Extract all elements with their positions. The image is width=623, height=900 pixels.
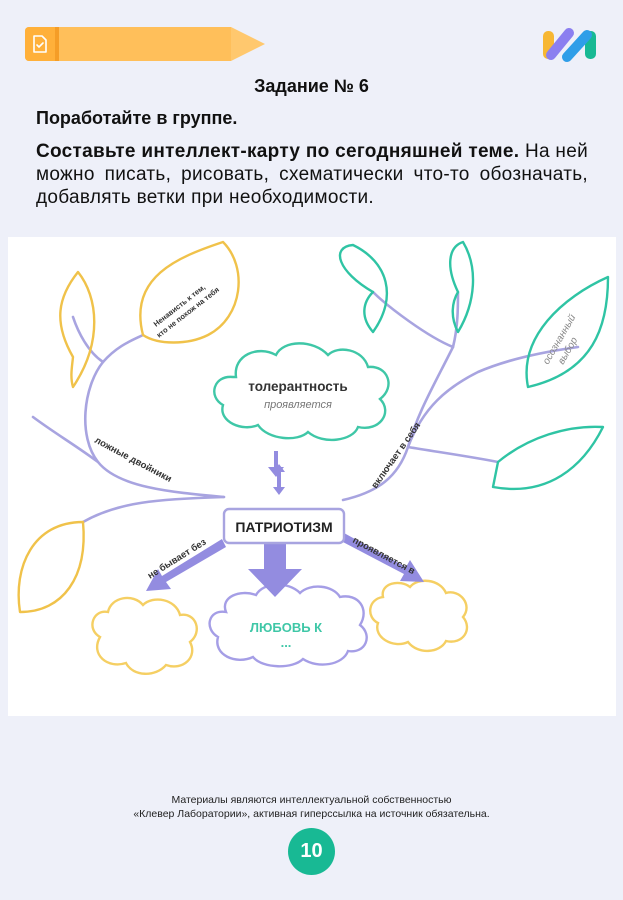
header-pencil-banner — [25, 27, 265, 61]
task-paragraph-bold: Составьте интеллект-карту по сегодняшней… — [36, 141, 520, 162]
mind-map-branches — [31, 290, 580, 524]
arrow-down-big-icon — [248, 542, 302, 597]
arrow-left-down-icon — [146, 539, 226, 591]
arrow-right-down-icon — [341, 533, 424, 582]
yellow-leaves — [17, 240, 240, 614]
center-label: ПАТРИОТИЗМ — [235, 519, 332, 535]
green-leaf-bottom — [491, 425, 605, 491]
center-box — [222, 507, 346, 545]
cloud-bottom-title: ЛЮБОВЬ К — [250, 620, 322, 635]
pencil-body — [25, 27, 231, 61]
label-includes: включает в себя — [369, 421, 423, 491]
label-false-doubles: ложные двойники — [93, 435, 174, 485]
mind-map-arrows — [146, 451, 424, 597]
green-leaf-top-right — [449, 240, 475, 334]
task-paragraph-rest: На ней можно писать, рисовать, схематиче… — [36, 141, 588, 208]
task-title: Задание № 6 — [254, 76, 369, 96]
pencil-tip — [231, 27, 265, 61]
cloud-top-title: толерантность — [248, 379, 347, 394]
instruction-text: Поработайте в группе. — [36, 108, 238, 128]
green-leaf-right — [525, 275, 610, 389]
yellow-leaf-bottom — [17, 520, 85, 614]
footer-line-1: Материалы являются интеллектуальной собс… — [171, 794, 452, 806]
cloud-bottom-sub: ... — [281, 635, 292, 650]
cloud-right-shape — [369, 579, 469, 653]
task-paragraph: Составьте интеллект-карту по сегодняшней… — [36, 140, 588, 209]
document-icon — [33, 35, 47, 53]
cloud-left-shape — [91, 596, 198, 675]
footer-copyright: Материалы являются интеллектуальной собс… — [0, 793, 623, 821]
yellow-leaf-left — [59, 270, 96, 389]
cloud-top-shape — [213, 342, 390, 442]
green-leaf-top-left — [338, 243, 389, 334]
pencil-band — [55, 27, 59, 61]
label-manifests-in: проявляется в — [351, 535, 417, 577]
footer-line-2: «Клевер Лаборатории», активная гиперссыл… — [133, 808, 490, 820]
klever-logo-icon — [543, 28, 596, 62]
page-number-badge: 10 — [288, 828, 335, 875]
cloud-top-sub: проявляется — [264, 399, 332, 411]
yellow-leaf-top — [139, 240, 240, 344]
mind-map-image: ПАТРИОТИЗМ толерантность проявляется ЛЮБ… — [8, 237, 616, 716]
arrow-up-down-icon — [268, 451, 284, 477]
green-leaves — [338, 240, 610, 491]
pencil-cap — [25, 27, 55, 61]
